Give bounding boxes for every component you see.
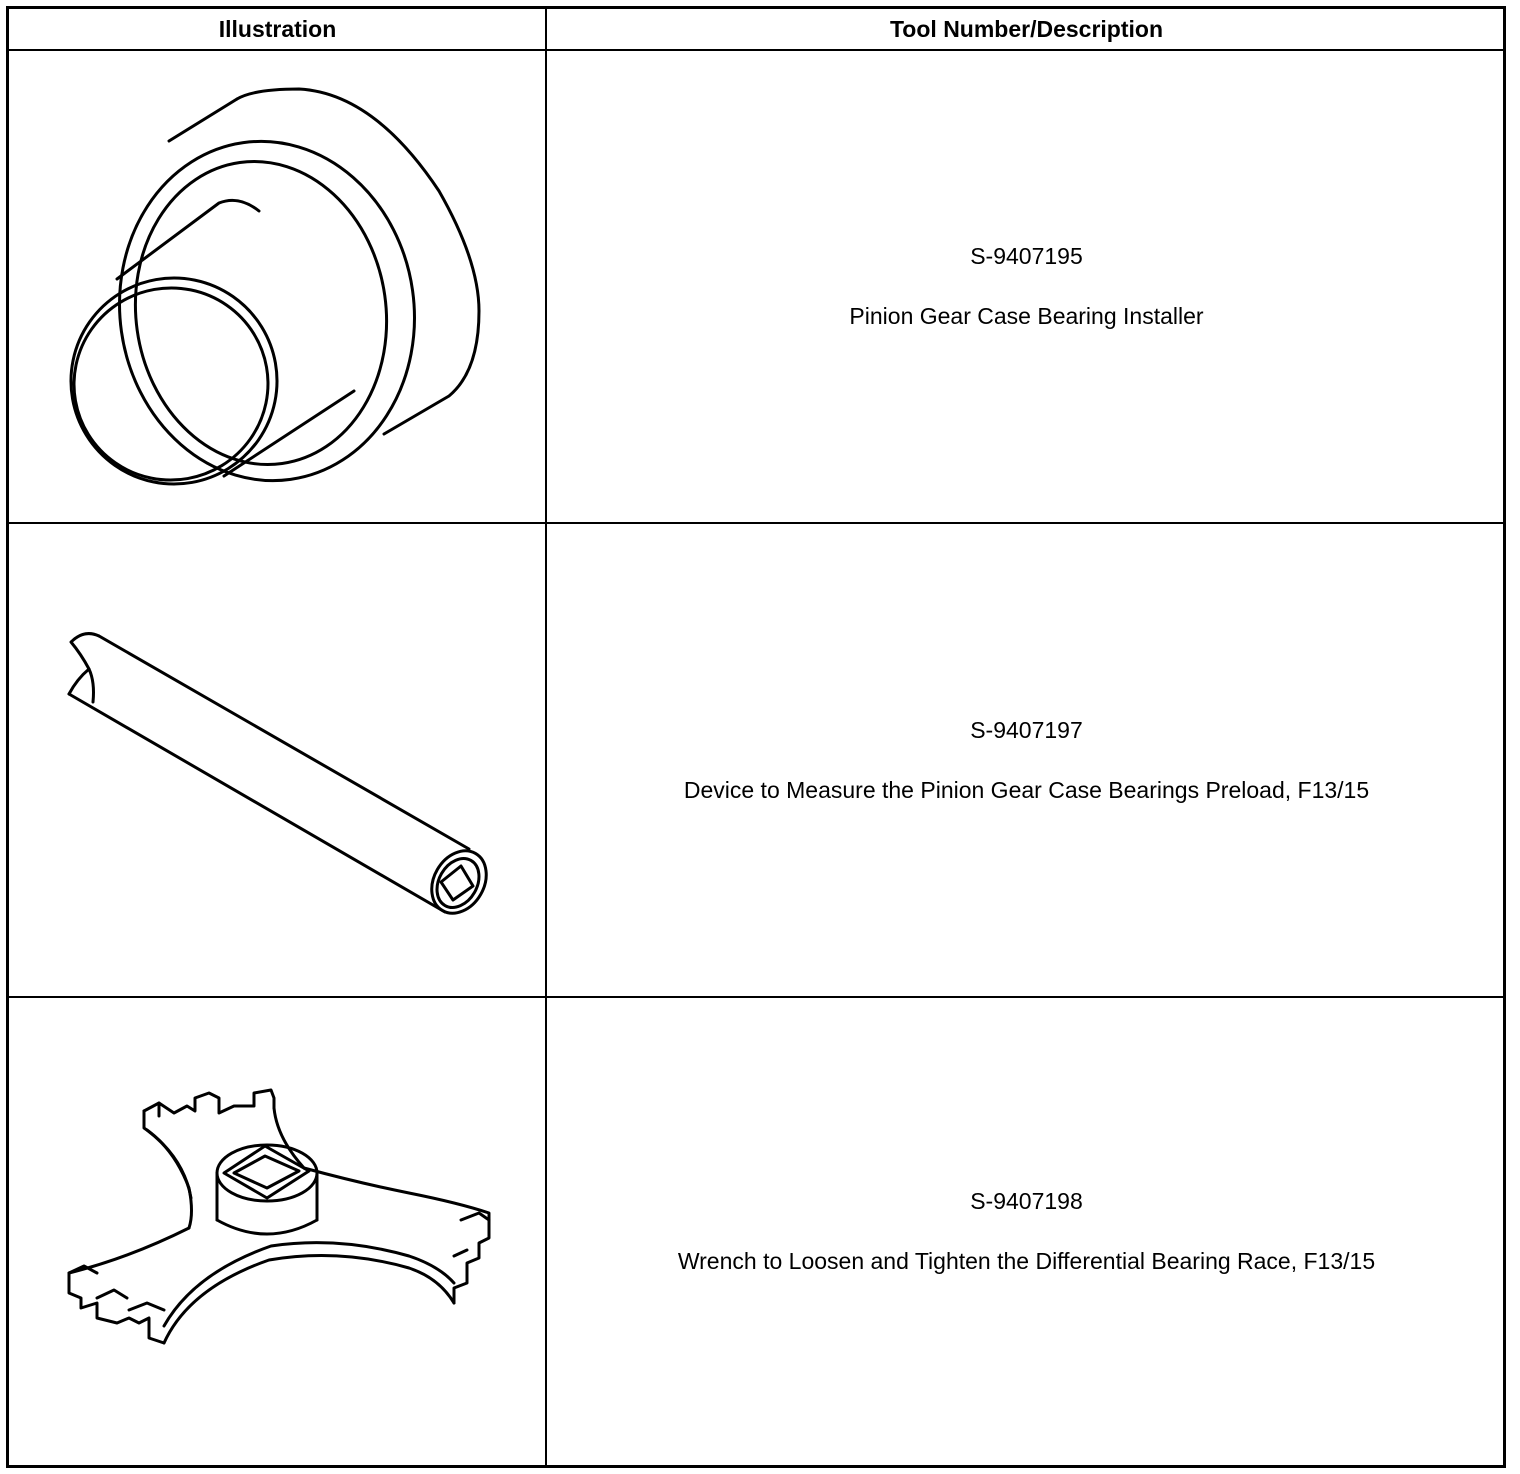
table-row: S-9407195 Pinion Gear Case Bearing Insta… (9, 51, 1503, 524)
table-row: S-9407197 Device to Measure the Pinion G… (9, 524, 1503, 998)
header-illustration: Illustration (218, 16, 337, 42)
preload-measure-rod-icon (67, 632, 488, 915)
illustration-cell (9, 524, 545, 996)
tool-description: Pinion Gear Case Bearing Installer (849, 303, 1204, 329)
table-header-row: Illustration Tool Number/Description (9, 9, 1503, 51)
table-row: S-9407198 Wrench to Loosen and Tighten t… (9, 998, 1503, 1465)
bearing-installer-icon (69, 87, 481, 486)
illustration-cell (9, 51, 545, 522)
tool-number: S-9407197 (970, 716, 1083, 743)
tool-description: Device to Measure the Pinion Gear Case B… (683, 776, 1370, 803)
tool-description-cell: S-9407197 Device to Measure the Pinion G… (547, 524, 1506, 996)
header-tool-description: Tool Number/Description (889, 16, 1164, 42)
spanner-wrench-icon (67, 1088, 491, 1345)
tool-number: S-9407195 (970, 243, 1083, 269)
tool-number: S-9407198 (970, 1188, 1083, 1214)
tool-table: Illustration Tool Number/Description (6, 6, 1506, 1468)
column-divider (545, 9, 547, 1465)
tool-description: Wrench to Loosen and Tighten the Differe… (677, 1248, 1376, 1274)
tool-description-cell: S-9407198 Wrench to Loosen and Tighten t… (547, 998, 1506, 1465)
illustration-cell (9, 998, 545, 1465)
tool-description-cell: S-9407195 Pinion Gear Case Bearing Insta… (547, 51, 1506, 522)
